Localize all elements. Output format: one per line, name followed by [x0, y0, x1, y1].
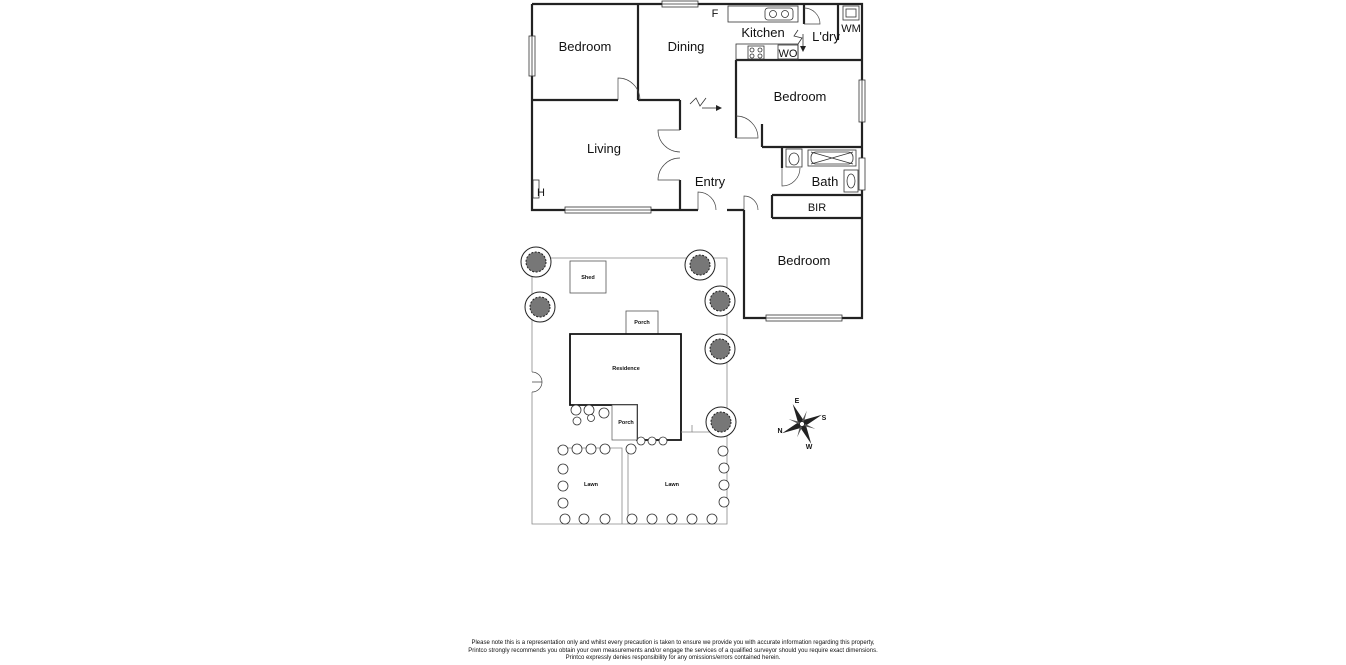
door-swing	[803, 7, 821, 25]
room-label-bir: BIR	[808, 202, 826, 214]
room-label-bedroom: Bedroom	[778, 253, 831, 268]
shed-outline	[569, 260, 607, 294]
break-line-icon	[689, 97, 707, 107]
laundry-tub	[842, 5, 860, 21]
room-label-bedroom: Bedroom	[774, 89, 827, 104]
window	[661, 0, 699, 8]
basin-icon	[843, 169, 859, 193]
room-label-bath: Bath	[812, 174, 839, 189]
toilet-icon	[785, 148, 803, 168]
room-label-laundry: L'dry	[812, 29, 840, 44]
window	[765, 314, 843, 322]
room-label-entry: Entry	[695, 174, 726, 189]
sink-icon	[764, 7, 794, 21]
floor-plan: Bedroom Dining Kitchen L'dry WM F WO Bed…	[528, 0, 866, 322]
wall-oven	[777, 44, 799, 60]
window	[858, 157, 866, 191]
label-porch: Porch	[634, 320, 650, 326]
disclaimer-line: Printco expressly denies responsibility …	[565, 655, 781, 661]
compass-label-e: E	[795, 398, 800, 405]
compass-rose-icon: E S N W	[777, 398, 827, 451]
door-swing	[735, 115, 759, 139]
disclaimer: Please note this is a representation onl…	[423, 640, 923, 663]
tree-icon	[704, 333, 736, 365]
garden-path	[681, 425, 693, 433]
label-shed: Shed	[581, 275, 594, 281]
room-label-dining: Dining	[668, 39, 705, 54]
gate-icon	[531, 371, 543, 383]
door-swing	[743, 195, 759, 211]
compass-label-n: N	[777, 428, 782, 435]
arrow-head-icon	[800, 46, 806, 52]
room-label-living: Living	[587, 141, 621, 156]
label-lawn: Lawn	[665, 482, 680, 488]
heater-icon	[532, 179, 540, 199]
label-washing-machine: WM	[841, 23, 861, 35]
window	[858, 79, 866, 123]
site-plan: Shed Porch Residence Porch Lawn Lawn	[520, 246, 737, 525]
tree-icon	[704, 285, 736, 317]
door-swing	[657, 129, 681, 153]
kitchen-bench	[727, 5, 799, 23]
exterior-wall	[532, 2, 864, 320]
label-wall-oven: WO	[779, 48, 798, 60]
hedge-bushes	[557, 404, 730, 525]
porch-outline	[611, 404, 638, 441]
site-boundary	[531, 257, 728, 525]
tree-icon	[705, 406, 737, 438]
room-label-kitchen: Kitchen	[741, 25, 784, 40]
label-fridge: F	[712, 8, 719, 20]
bathtub-icon	[807, 149, 857, 167]
door-swing	[781, 167, 801, 187]
disclaimer-line: Please note this is a representation onl…	[471, 640, 875, 646]
door-swing	[617, 77, 641, 101]
tree-icon	[684, 249, 716, 281]
door-swing	[657, 157, 681, 181]
arrow-head-icon	[716, 105, 722, 111]
label-heater: H	[537, 187, 545, 199]
exterior-wall	[530, 4, 698, 212]
break-line-icon	[793, 29, 803, 45]
cooktop-icon	[747, 45, 765, 60]
window	[528, 35, 536, 77]
tree-icon	[524, 291, 556, 323]
window	[564, 206, 652, 214]
room-label-bedroom: Bedroom	[559, 39, 612, 54]
label-porch: Porch	[618, 420, 634, 426]
label-lawn: Lawn	[584, 482, 599, 488]
compass-label-w: W	[806, 444, 813, 451]
door-swing	[697, 191, 717, 211]
label-residence: Residence	[612, 366, 640, 372]
compass-label-s: S	[822, 415, 827, 422]
tree-icon	[520, 246, 552, 278]
disclaimer-line: Printco strongly recommends you obtain y…	[468, 647, 878, 654]
